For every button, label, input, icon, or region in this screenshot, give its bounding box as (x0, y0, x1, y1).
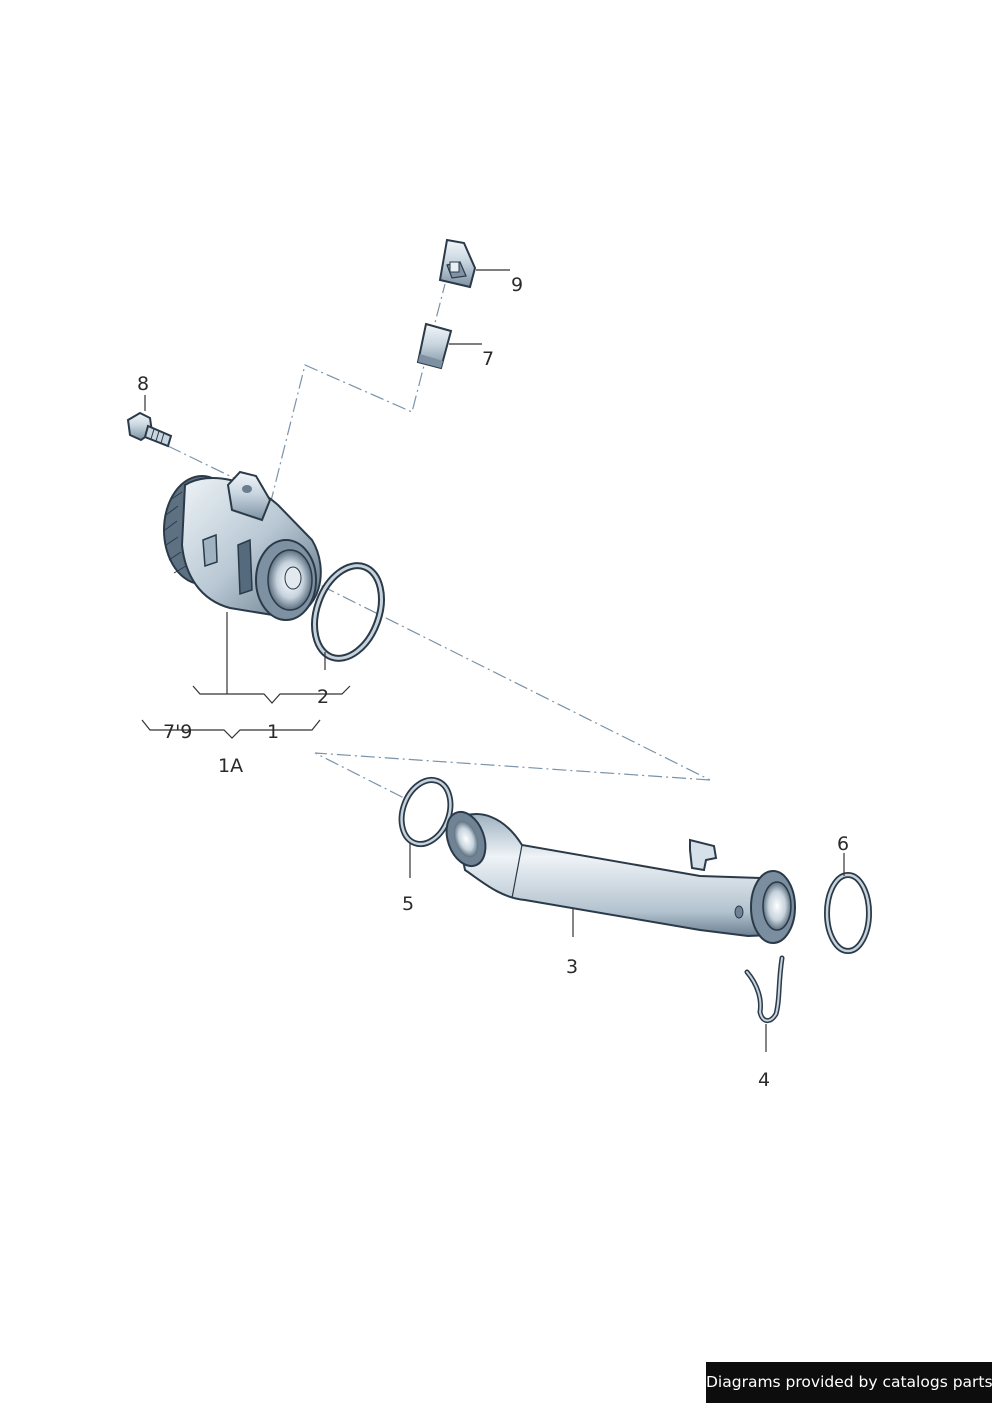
seal-ring-end-part (824, 872, 872, 954)
coolant-pipe-part (445, 810, 796, 944)
assembly-line-housing-pipe (299, 574, 711, 781)
assembly-line-clip (269, 283, 446, 506)
sleeve-part (416, 322, 453, 370)
callout-7: 7 (482, 348, 494, 370)
assembly-line-bolt (167, 445, 239, 481)
callout-4: 4 (758, 1069, 770, 1091)
leader-lines (141, 269, 845, 1052)
callout-8: 8 (137, 373, 149, 395)
thermostat-housing-part (163, 470, 322, 621)
seal-ring-small-part (398, 777, 454, 847)
callout-2: 2 (317, 686, 329, 708)
callout-1A: 1A (218, 755, 243, 777)
retainer-clip-part (438, 238, 477, 289)
callout-5: 5 (402, 893, 414, 915)
credit-banner: Diagrams provided by catalogs parts (706, 1362, 992, 1403)
callout-7-9: 7'9 (163, 721, 192, 743)
assembly-line-pipe-ring (314, 752, 711, 801)
spring-clip-part (744, 955, 785, 1023)
callout-9: 9 (511, 274, 523, 296)
bolt-part (126, 411, 173, 448)
callout-labels: 9 7 8 2 7'9 1 1A 6 5 3 4 (137, 274, 849, 1091)
callout-6: 6 (837, 833, 849, 855)
bracket-upper (192, 685, 351, 704)
seal-ring-part (311, 562, 385, 662)
assembly-lines (167, 283, 711, 801)
bracket-lower (141, 719, 321, 739)
callout-1: 1 (267, 721, 279, 743)
callout-3: 3 (566, 956, 578, 978)
